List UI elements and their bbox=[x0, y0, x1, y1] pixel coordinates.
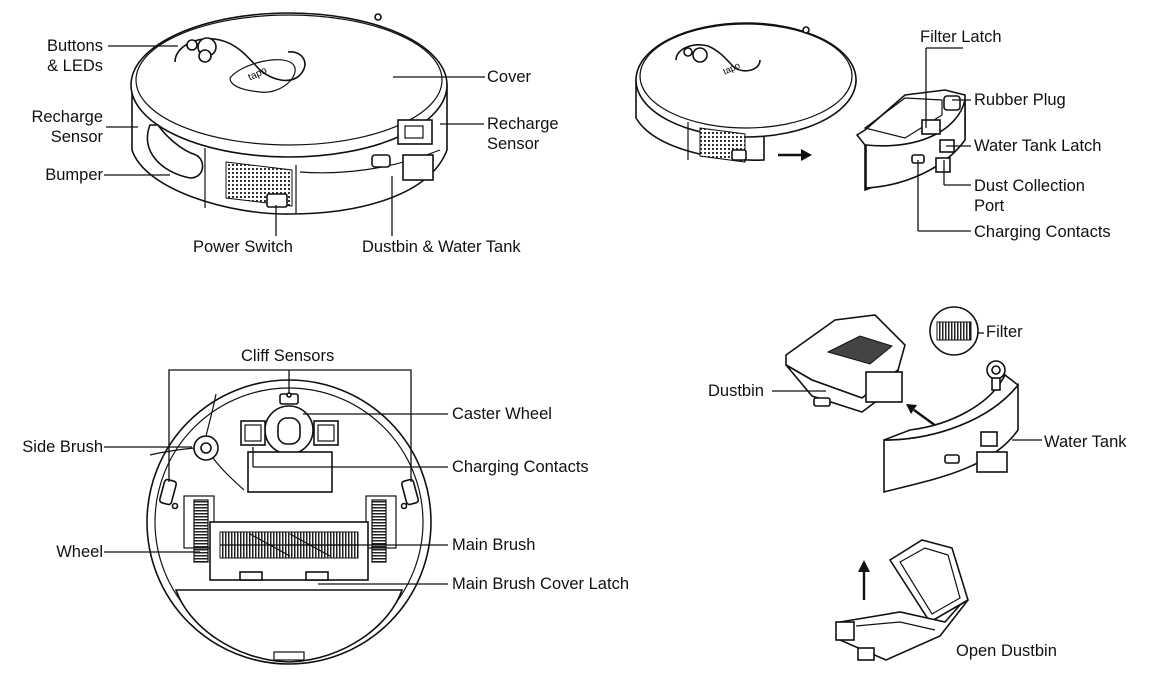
dustbin-tank-unit bbox=[855, 89, 966, 192]
label-main-brush-cover-latch: Main Brush Cover Latch bbox=[452, 575, 629, 593]
label-dust-collection-port: Dust Collection Port bbox=[974, 177, 1085, 215]
robot-dustbin-removed: tapo bbox=[635, 22, 857, 163]
robot-top-view: tapo bbox=[130, 12, 448, 215]
label-caster-wheel: Caster Wheel bbox=[452, 405, 552, 423]
open-dustbin-drawing bbox=[835, 539, 969, 661]
label-dustbin-water-tank: Dustbin & Water Tank bbox=[362, 238, 521, 256]
dustbin-separated bbox=[785, 306, 979, 413]
label-recharge-sensor-right: Recharge Sensor bbox=[487, 115, 559, 153]
label-rubber-plug: Rubber Plug bbox=[974, 91, 1066, 109]
arrow-up-icon bbox=[858, 560, 870, 600]
label-filter: Filter bbox=[986, 323, 1023, 341]
arrow-right-icon bbox=[778, 149, 812, 161]
label-power-switch: Power Switch bbox=[193, 238, 293, 256]
label-water-tank: Water Tank bbox=[1044, 433, 1127, 451]
water-tank-separated bbox=[883, 360, 1020, 494]
label-recharge-sensor-left: Recharge Sensor bbox=[31, 108, 103, 146]
label-filter-latch: Filter Latch bbox=[920, 28, 1002, 46]
label-charging-contacts-top: Charging Contacts bbox=[974, 223, 1111, 241]
label-charging-contacts-bottom: Charging Contacts bbox=[452, 458, 589, 476]
label-wheel: Wheel bbox=[56, 543, 103, 561]
label-water-tank-latch: Water Tank Latch bbox=[974, 137, 1102, 155]
label-bumper: Bumper bbox=[45, 166, 103, 184]
label-side-brush: Side Brush bbox=[22, 438, 103, 456]
label-dustbin: Dustbin bbox=[708, 382, 764, 400]
arrow-up-left-icon bbox=[906, 404, 937, 427]
robot-underside bbox=[146, 379, 432, 665]
label-cliff-sensors: Cliff Sensors bbox=[241, 347, 335, 365]
label-cover: Cover bbox=[487, 68, 532, 86]
label-open-dustbin: Open Dustbin bbox=[956, 642, 1057, 660]
label-main-brush: Main Brush bbox=[452, 536, 536, 554]
label-buttons-leds: Buttons & LEDs bbox=[47, 37, 103, 75]
